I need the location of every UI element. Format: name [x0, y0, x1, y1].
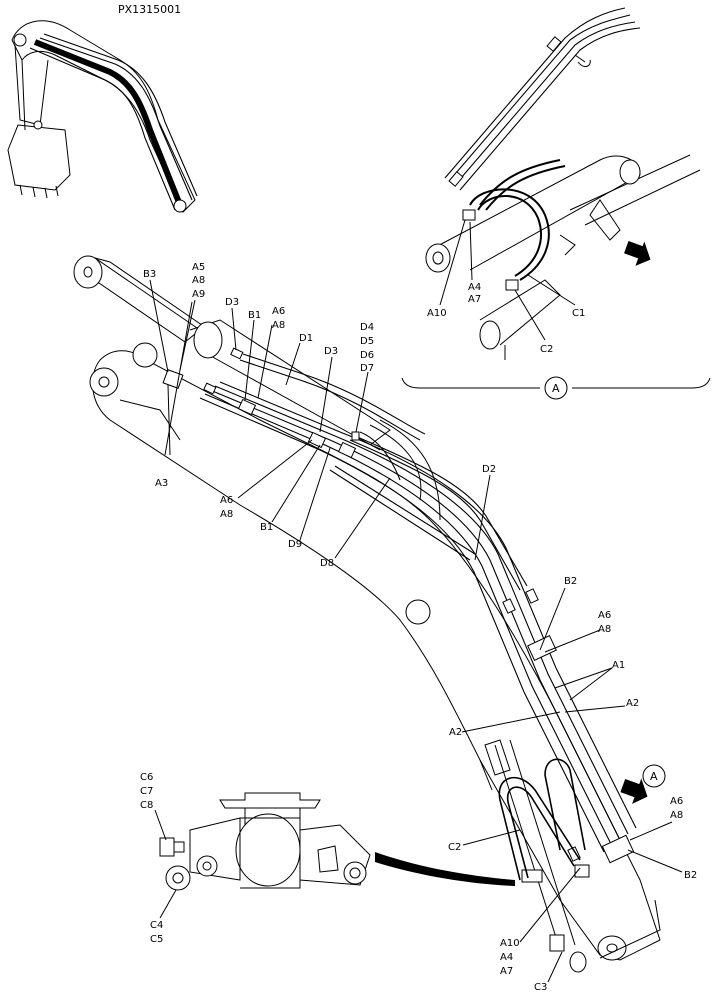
callout-d4: D4 [360, 322, 374, 333]
callout-a8-top: A8 [192, 275, 205, 286]
callout-d9: D9 [288, 539, 302, 550]
callout-a7-main: A7 [500, 966, 513, 977]
callout-a6-low: A6 [220, 495, 233, 506]
callout-d6: D6 [360, 350, 374, 361]
callout-c5: C5 [150, 934, 163, 945]
view-marker-a [642, 764, 666, 788]
callout-a9: A9 [192, 289, 205, 300]
callout-a6-bottom: A6 [670, 796, 683, 807]
callout-c4: C4 [150, 920, 163, 931]
callout-a8-right: A8 [598, 624, 611, 635]
clamp-detail: C6 C7 C8 C4 C5 [140, 772, 515, 945]
callout-a7-detail: A7 [468, 294, 481, 305]
callout-d1: D1 [299, 333, 313, 344]
callout-labels: B3 A5 A8 A9 D3 B1 A6 A8 D1 D3 D4 D5 D6 D… [143, 262, 697, 993]
callout-a8-bottom: A8 [670, 810, 683, 821]
view-marker-label: A [650, 770, 658, 783]
callout-c1-detail: C1 [572, 308, 585, 319]
callout-d3-mid: D3 [324, 346, 338, 357]
callout-b2-top: B2 [564, 576, 577, 587]
callout-a10-detail: A10 [427, 308, 447, 319]
callout-b1-top: B1 [248, 310, 261, 321]
callout-b1-low: B1 [260, 522, 273, 533]
callout-c7: C7 [140, 786, 153, 797]
callout-a8-low: A8 [220, 509, 233, 520]
detail-view-a: A10 A4 A7 C1 C2 A [401, 7, 711, 400]
callout-a3: A3 [155, 478, 168, 489]
callout-b2-bottom: B2 [684, 870, 697, 881]
arrow-right-down-icon [624, 241, 651, 266]
callout-d7: D7 [360, 363, 374, 374]
callout-a4-main: A4 [500, 952, 513, 963]
leader-lines [149, 279, 683, 983]
callout-c6: C6 [140, 772, 153, 783]
callout-a4-detail: A4 [468, 282, 481, 293]
callout-c2-main: C2 [448, 842, 461, 853]
callout-a6-right: A6 [598, 610, 611, 621]
callout-a1: A1 [612, 660, 625, 671]
callout-d5: D5 [360, 336, 374, 347]
drawing-reference: PX1315001 [118, 3, 181, 16]
callout-a10-main: A10 [500, 938, 520, 949]
detail-marker-a [544, 376, 568, 400]
detail-marker-label: A [552, 382, 560, 395]
callout-a8-mid: A8 [272, 320, 285, 331]
callout-c3: C3 [534, 982, 547, 993]
callout-d2: D2 [482, 464, 496, 475]
main-boom: A [73, 255, 666, 973]
callout-a5: A5 [192, 262, 205, 273]
callout-a2-right: A2 [626, 698, 639, 709]
callout-a6-mid: A6 [272, 306, 285, 317]
callout-b3: B3 [143, 269, 156, 280]
callout-c8: C8 [140, 800, 153, 811]
overview-thumbnail: PX1315001 [7, 3, 198, 213]
callout-d3-top: D3 [225, 297, 239, 308]
callout-d8: D8 [320, 558, 334, 569]
callout-a2-left: A2 [449, 727, 462, 738]
arrow-right-down-icon [620, 778, 648, 804]
callout-c2-detail: C2 [540, 344, 553, 355]
